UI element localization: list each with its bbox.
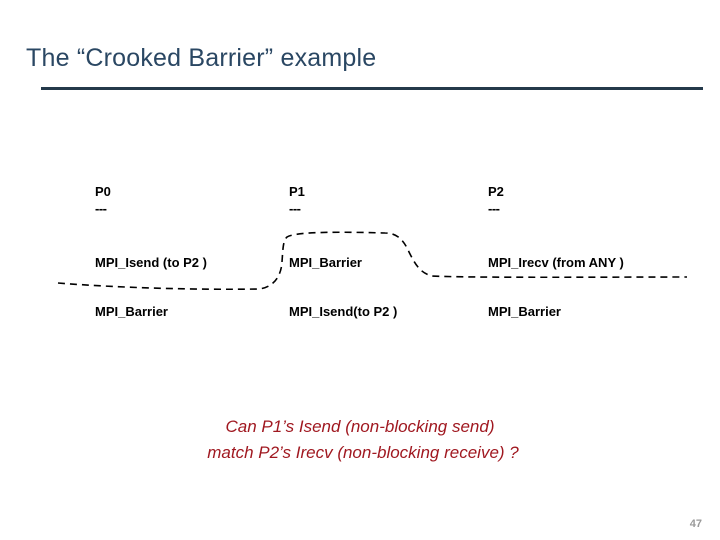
column-header-p2: P2 ---	[488, 183, 504, 217]
caption-line-2: match P2’s Irecv (non-blocking receive) …	[207, 443, 519, 462]
cell-p0-row2: MPI_Barrier	[95, 304, 168, 319]
column-label-p2: P2	[488, 184, 504, 199]
cell-p1-row1: MPI_Barrier	[289, 255, 362, 270]
cell-p2-row1: MPI_Irecv (from ANY )	[488, 255, 624, 270]
caption-line-1: Can P1’s Isend (non-blocking send)	[225, 417, 495, 436]
title-divider	[41, 87, 703, 90]
column-header-p1: P1 ---	[289, 183, 305, 217]
column-rule-p1: ---	[289, 201, 301, 216]
cell-p0-row1: MPI_Isend (to P2 )	[95, 255, 207, 270]
page-title: The “Crooked Barrier” example	[26, 44, 377, 72]
column-label-p0: P0	[95, 184, 111, 199]
column-header-p0: P0 ---	[95, 183, 111, 217]
question-caption: Can P1’s Isend (non-blocking send) match…	[0, 414, 720, 466]
column-rule-p2: ---	[488, 201, 500, 216]
cell-p1-row2: MPI_Isend(to P2 )	[289, 304, 398, 319]
page-number: 47	[689, 518, 702, 530]
column-label-p1: P1	[289, 184, 305, 199]
cell-p2-row2: MPI_Barrier	[488, 304, 561, 319]
column-rule-p0: ---	[95, 201, 107, 216]
